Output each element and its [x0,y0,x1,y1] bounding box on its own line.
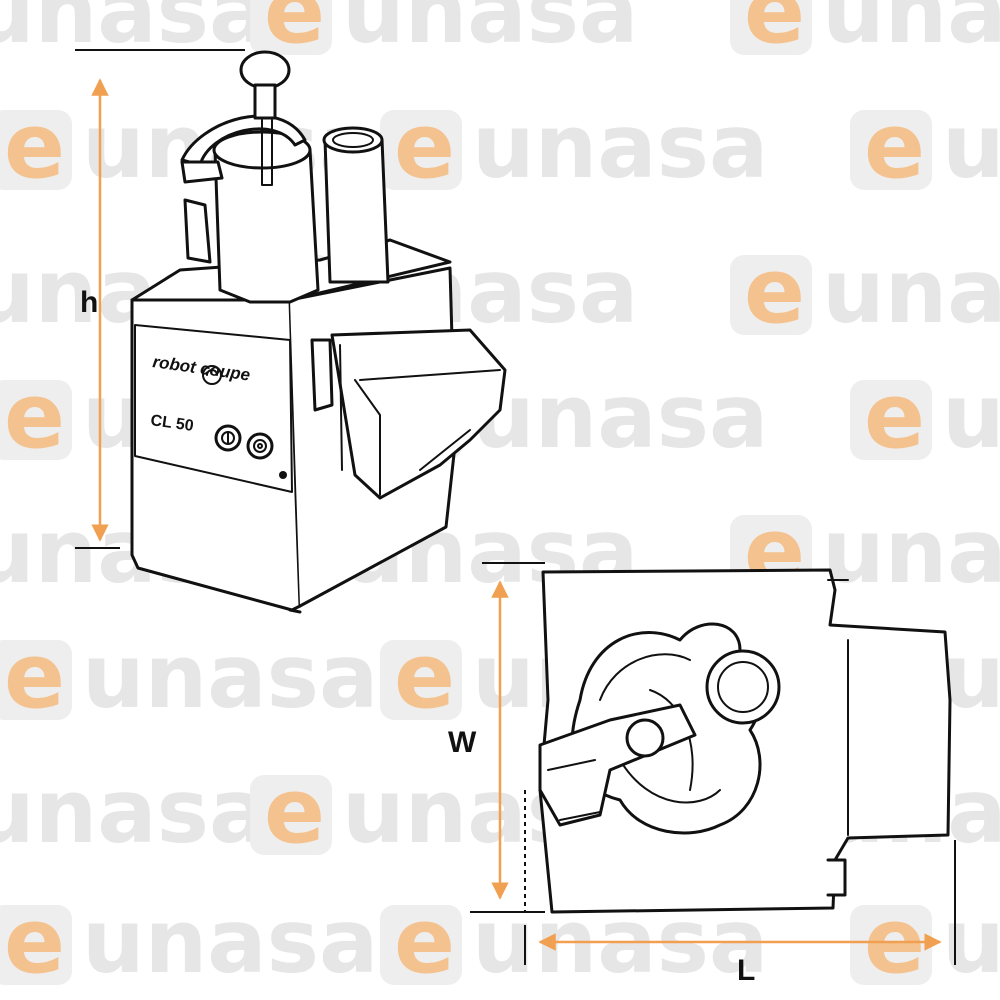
height-label: h [80,286,98,319]
watermark-e-box [250,0,332,55]
watermark-letter: e [744,0,805,64]
watermark-word: unasa [942,890,1000,993]
watermark-word: unasa [0,760,268,863]
top-view-drawing [538,568,952,914]
watermark-e-box [0,380,72,460]
watermark-e-box [850,110,932,190]
width-label: W [448,726,477,759]
watermark-word: unasa [82,890,378,993]
watermark-letter: e [4,94,65,199]
watermark-letter: e [394,624,455,729]
watermark-e-box [730,0,812,55]
watermark-e-box [730,255,812,335]
watermark-e-box [0,905,72,985]
watermark-e-box [380,905,462,985]
watermark-word: unasa [942,95,1000,198]
watermark-letter: e [4,364,65,469]
watermark-word: unasa [822,240,1000,343]
watermark-letter: e [744,239,805,344]
watermark-word: unasa [942,365,1000,468]
watermark-e-box [850,380,932,460]
watermark-word: unasa [0,0,268,63]
watermark-word: unasa [942,625,1000,728]
watermark-word: unasa [822,0,1000,63]
watermark-letter: e [4,889,65,994]
power-off-button-icon [246,432,274,460]
width-dimension [470,562,545,913]
watermark-word: unasa [472,95,768,198]
height-dimension [75,49,245,549]
brand-logo-icon [202,365,222,385]
watermark-letter: e [864,94,925,199]
power-on-button-icon [214,424,242,452]
watermark-e-box [250,775,332,855]
watermark-word: unasa [342,0,638,63]
front-view-drawing: robot coupe CL 50 [130,50,507,614]
watermark-word: unasa [472,365,768,468]
length-label: L [737,954,755,987]
length-dimension [524,840,956,965]
watermark-letter: e [394,94,455,199]
model-label: CL 50 [149,412,194,435]
watermark-e-box [0,110,72,190]
watermark-letter: e [4,624,65,729]
watermark-letter: e [394,889,455,994]
watermark-letter: e [864,364,925,469]
watermark-e-box [380,110,462,190]
watermark-word: unasa [822,500,1000,603]
watermark-letter: e [264,759,325,864]
watermark-e-box [380,640,462,720]
watermark-e-box [0,640,72,720]
watermark-word: unasa [82,625,378,728]
